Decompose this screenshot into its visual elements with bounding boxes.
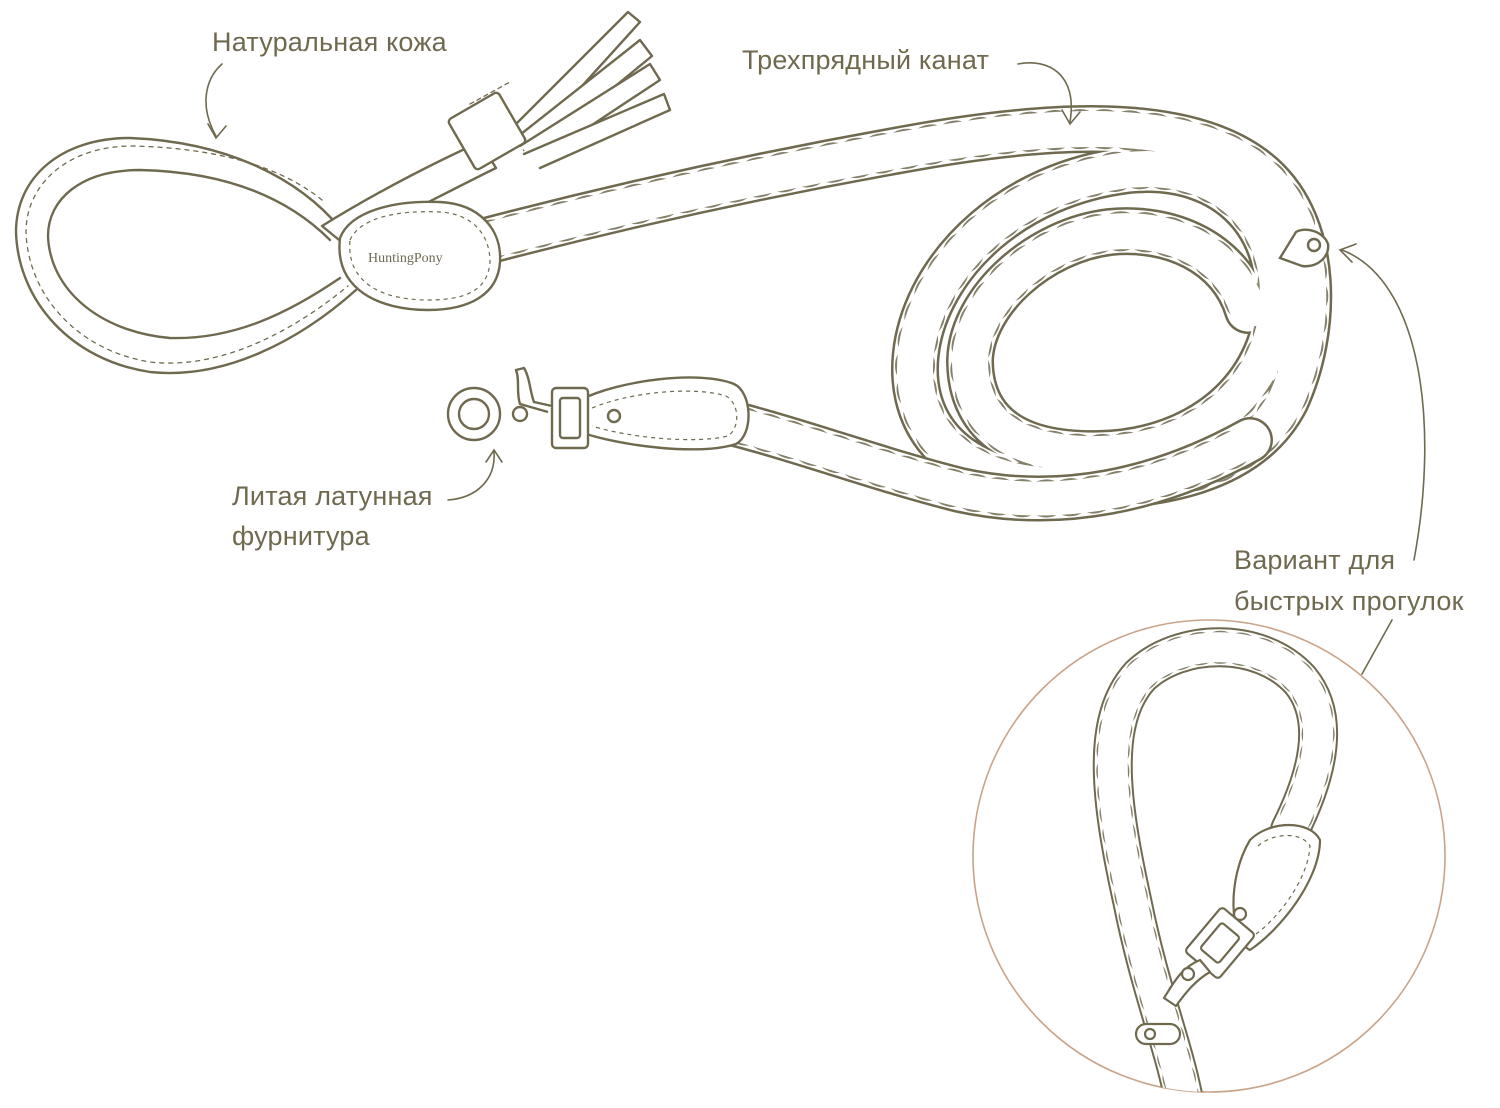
arrow-leather [205, 63, 223, 137]
brand-stamp: HuntingPony [368, 251, 443, 266]
strap-and-tassel [320, 10, 672, 246]
variant-ring [1134, 1022, 1182, 1046]
label-hardware-line2: фурнитура [232, 521, 370, 551]
label-rope: Трехпрядный канат [742, 45, 990, 75]
leather-handle [14, 136, 358, 375]
label-variant-line2: быстрых прогулок [1234, 586, 1464, 616]
label-hardware-line1: Литая латунная [232, 481, 433, 511]
handle-stitching [25, 145, 349, 364]
handle-inner-edge [46, 168, 342, 340]
arrow-hardware [447, 451, 495, 501]
clasp-hook [514, 366, 553, 414]
callout-arrows [205, 62, 1426, 675]
brand-plate: HuntingPony [338, 200, 502, 312]
tassel-keeper-stitch [469, 81, 511, 105]
variant-illustration [1113, 647, 1320, 1100]
arrow-variant [1341, 249, 1426, 561]
variant-circle [972, 619, 1446, 1093]
variant-leader [1361, 619, 1393, 675]
brass-clasp [446, 366, 750, 451]
variant-leather-end [1232, 823, 1322, 952]
end-ring [1278, 228, 1330, 268]
arrow-rope [1017, 62, 1073, 123]
label-leather: Натуральная кожа [212, 27, 447, 57]
clasp-leather-end [578, 376, 750, 451]
tassel-keeper [447, 91, 527, 171]
tassel-fringe-4 [522, 92, 672, 170]
label-variant-line1: Вариант для [1234, 545, 1396, 575]
